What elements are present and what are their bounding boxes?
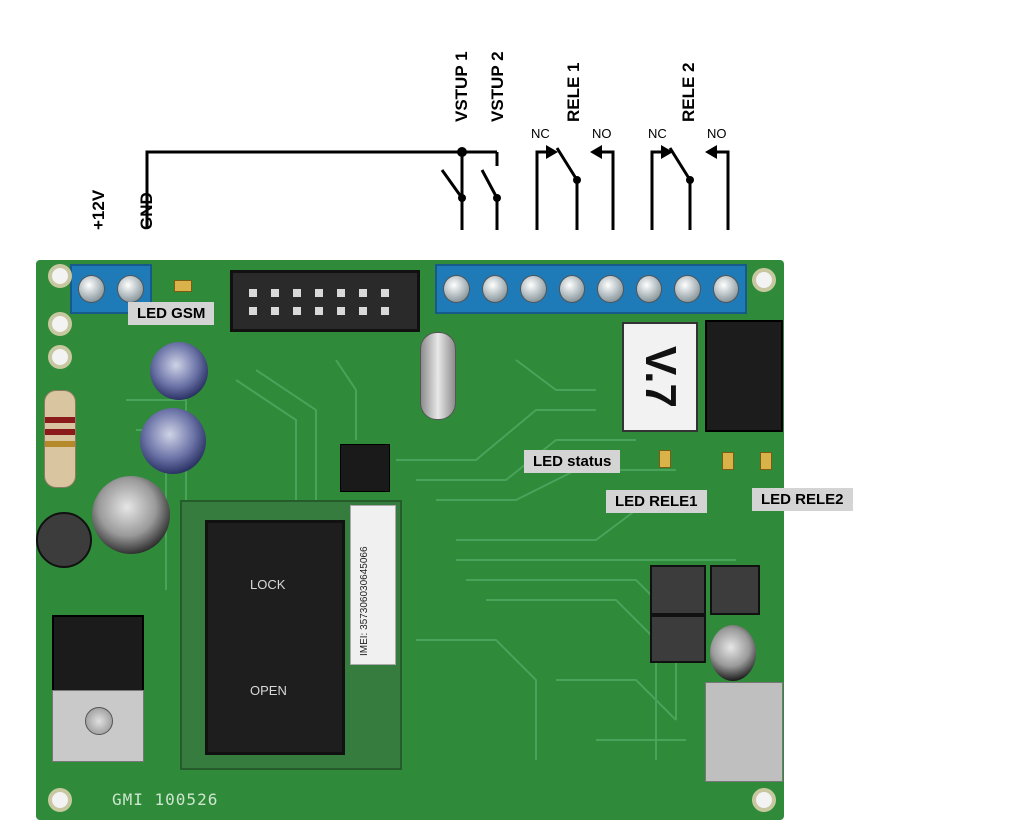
junction-dot [457, 147, 467, 157]
gsm-led [174, 280, 192, 292]
nc-arrow [661, 145, 673, 159]
screw-terminal[interactable] [597, 275, 624, 303]
sim-open-text: OPEN [250, 683, 287, 698]
capacitor [92, 476, 170, 554]
no-arrow [590, 145, 602, 159]
capacitor [140, 408, 206, 474]
screw-terminal[interactable] [78, 275, 105, 303]
imei-sticker: IMEI: 357306030645066 [350, 505, 396, 665]
io-terminal-block [435, 264, 747, 314]
microcontroller-chip [340, 444, 390, 492]
heatsink [52, 690, 144, 762]
idc-header [230, 270, 420, 332]
no-arrow [705, 145, 717, 159]
mounting-hole [48, 345, 72, 369]
nc-arrow [546, 145, 558, 159]
resistor-bands [45, 417, 75, 447]
rele2-no-wire [715, 150, 730, 230]
switch-contact [493, 194, 501, 202]
inductor [36, 512, 92, 568]
mounting-hole [752, 788, 776, 812]
status-led [659, 450, 671, 468]
label-nc2: NC [648, 126, 667, 141]
gnd-common-wire [145, 150, 464, 230]
screw [85, 707, 113, 735]
header-pins [249, 289, 389, 315]
mounting-hole [752, 268, 776, 292]
screw-terminal[interactable] [674, 275, 701, 303]
switch-contact [573, 176, 581, 184]
screw-terminal[interactable] [520, 275, 547, 303]
vstup1-switch [440, 169, 464, 199]
vstup2-switch [480, 169, 499, 199]
screw-terminal[interactable] [443, 275, 470, 303]
label-rele1: RELE 1 [564, 62, 583, 122]
resistor [44, 390, 76, 488]
label-plus12v: +12V [89, 189, 108, 230]
relay-2 [705, 320, 783, 432]
rele2-led [760, 452, 772, 470]
inductor [650, 565, 706, 615]
tag-led-gsm: LED GSM [128, 302, 215, 325]
capacitor [150, 342, 208, 400]
pcb-traces [126, 359, 736, 760]
inductor [650, 615, 706, 663]
label-vstup1: VSTUP 1 [452, 51, 471, 122]
inductor [710, 565, 760, 615]
label-no1: NO [592, 126, 612, 141]
rele1-nc-wire [535, 150, 550, 230]
screw-terminal[interactable] [117, 275, 144, 303]
label-gnd: GND [137, 192, 156, 230]
rele2-nc-wire [650, 150, 665, 230]
screw-terminal[interactable] [481, 275, 508, 303]
crystal-oscillator [420, 332, 456, 420]
label-vstup2: VSTUP 2 [488, 51, 507, 122]
rele2-switch [668, 147, 692, 230]
sim-lock-text: LOCK [250, 577, 286, 592]
capacitor [710, 625, 756, 681]
mounting-hole [48, 312, 72, 336]
mounting-hole [48, 264, 72, 288]
rele1-switch [555, 147, 579, 230]
tag-led-rele2: LED RELE2 [752, 488, 853, 511]
relay-1: V.7 [622, 322, 698, 432]
tag-led-rele1: LED RELE1 [606, 490, 707, 513]
label-rele2: RELE 2 [679, 62, 698, 122]
switch-contact [458, 194, 466, 202]
mounting-hole [48, 788, 72, 812]
rele1-no-wire [600, 150, 615, 230]
screw-terminal[interactable] [712, 275, 739, 303]
switch-contact [686, 176, 694, 184]
label-no2: NO [707, 126, 727, 141]
sim-card-holder[interactable]: LOCK OPEN [205, 520, 345, 755]
label-nc1: NC [531, 126, 550, 141]
rele1-led [722, 452, 734, 470]
tag-led-status: LED status [524, 450, 621, 473]
connector-housing [705, 682, 783, 782]
screw-terminal[interactable] [635, 275, 662, 303]
screw-terminal[interactable] [558, 275, 585, 303]
board-silkscreen: GMI 100526 [112, 790, 219, 809]
